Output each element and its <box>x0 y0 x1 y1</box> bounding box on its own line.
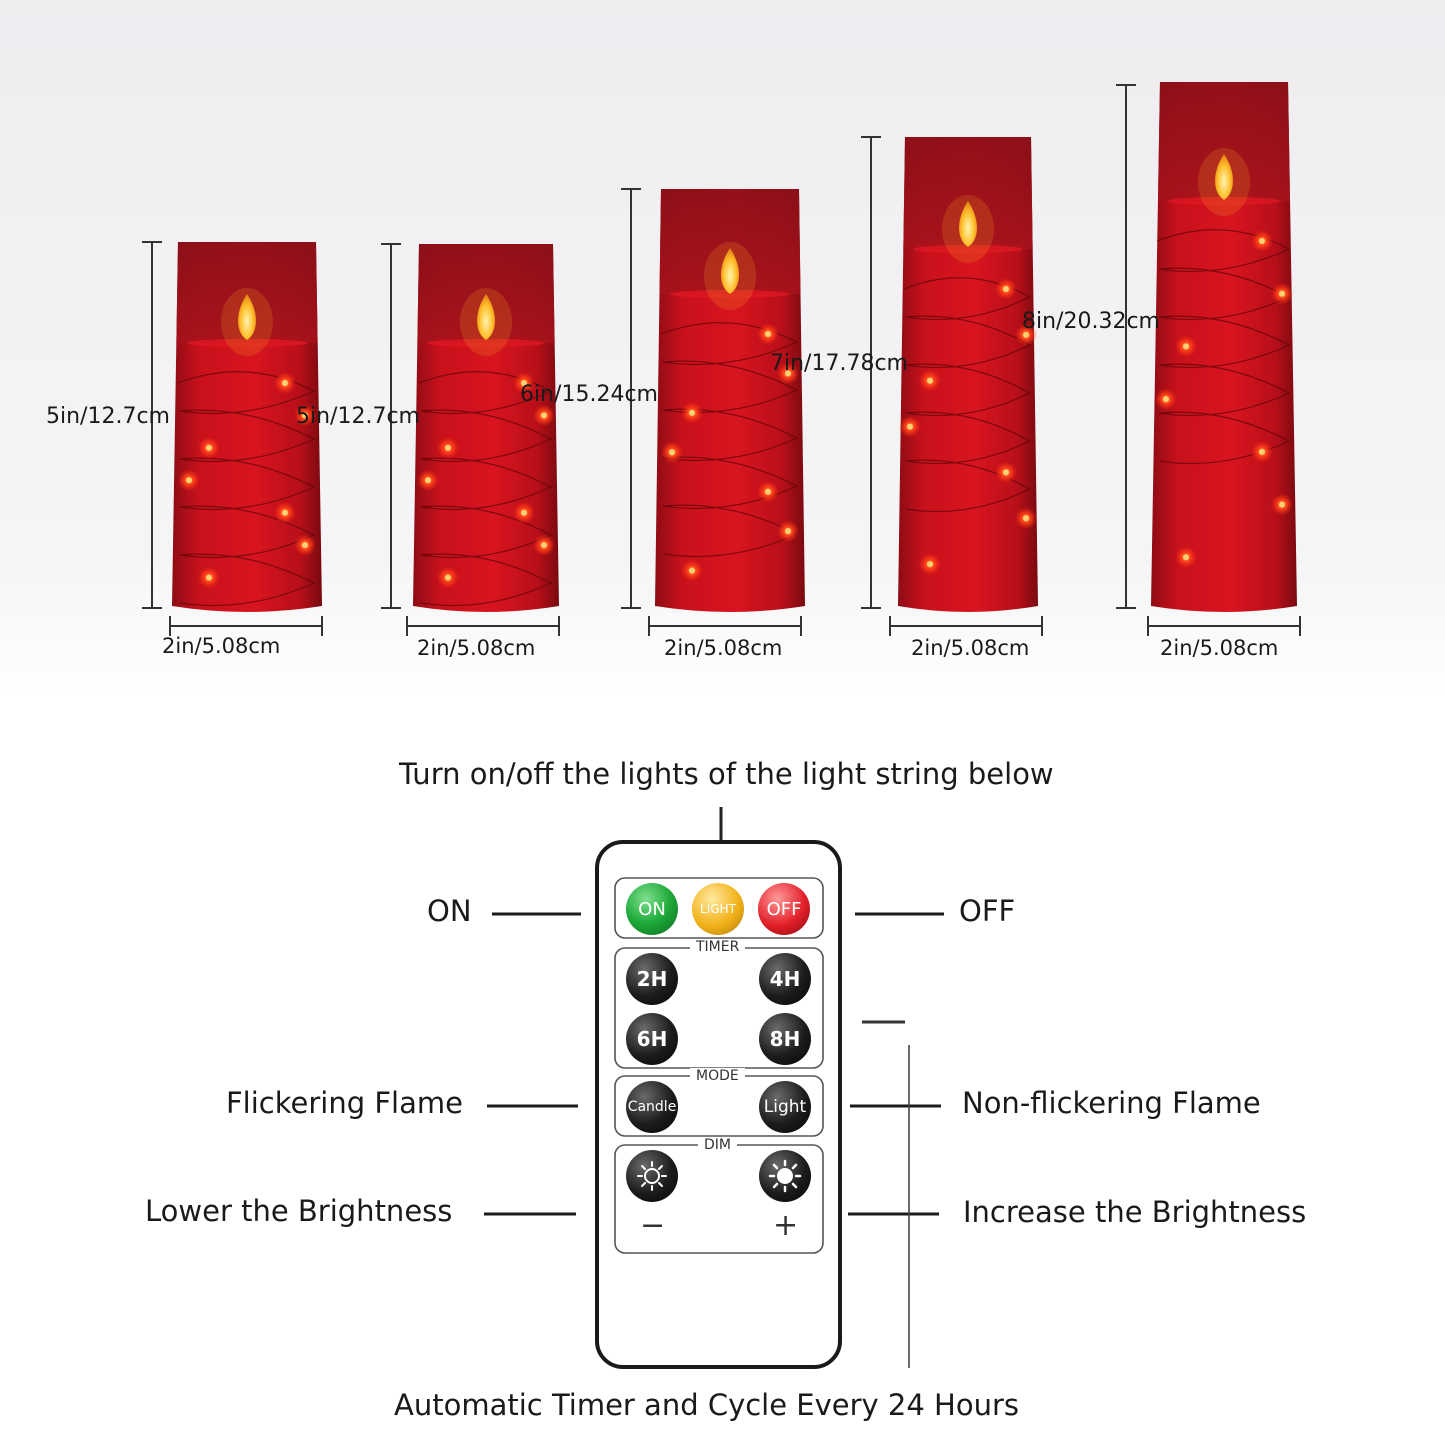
bottom-caption: Automatic Timer and Cycle Every 24 Hours <box>394 1388 1020 1422</box>
candle-2-height-dimension <box>381 243 401 609</box>
mode-candle-button[interactable]: Candle <box>626 1081 678 1133</box>
timer-6h-button[interactable]: 6H <box>626 1013 678 1065</box>
sun-outline-icon <box>637 1161 667 1191</box>
candle-1-height-dimension <box>142 241 162 609</box>
timer-section-title: TIMER <box>690 939 746 955</box>
candles-illustration <box>0 0 1445 700</box>
timer-8h-button[interactable]: 8H <box>759 1013 811 1065</box>
timer-4h-label: 4H <box>769 967 801 991</box>
candle-3-width-dimension <box>648 616 802 636</box>
candle-3 <box>655 189 805 612</box>
off-button-label: OFF <box>766 898 802 920</box>
top-caption: Turn on/off the lights of the light stri… <box>399 757 1054 791</box>
candle-4 <box>898 137 1038 612</box>
timer-4h-button[interactable]: 4H <box>759 953 811 1005</box>
candle-4-height-label: 7in/17.78cm <box>770 351 908 376</box>
callout-off: OFF <box>959 894 1016 928</box>
candle-2-width-dimension <box>406 616 560 636</box>
mode-light-label: Light <box>763 1097 807 1117</box>
candle-1-height-label: 5in/12.7cm <box>46 404 170 429</box>
candle-5-height-dimension <box>1116 84 1136 609</box>
mode-candle-label: Candle <box>627 1099 677 1115</box>
minus-sign: − <box>640 1208 666 1243</box>
candle-5-height-label: 8in/20.32cm <box>1022 309 1160 334</box>
light-button-label: LIGHT <box>700 902 736 916</box>
dim-down-button[interactable] <box>626 1150 678 1202</box>
timer-8h-label: 8H <box>769 1027 801 1051</box>
on-button[interactable]: ON <box>626 883 678 935</box>
plus-sign: + <box>773 1208 799 1243</box>
candle-4-height-dimension <box>861 136 881 609</box>
callout-non-flickering-flame: Non-flickering Flame <box>962 1086 1261 1120</box>
candle-4-width-dimension <box>889 616 1043 636</box>
candle-2-width-label: 2in/5.08cm <box>417 636 536 660</box>
off-button[interactable]: OFF <box>758 883 810 935</box>
candle-5-width-label: 2in/5.08cm <box>1160 636 1279 660</box>
timer-2h-label: 2H <box>636 967 668 991</box>
candle-1-width-label: 2in/5.08cm <box>162 634 281 658</box>
callout-increase-brightness: Increase the Brightness <box>963 1195 1307 1229</box>
candle-3-height-label: 6in/15.24cm <box>520 382 658 407</box>
timer-2h-button[interactable]: 2H <box>626 953 678 1005</box>
candle-1 <box>172 242 322 612</box>
mode-section-title: MODE <box>690 1068 745 1084</box>
candle-3-height-dimension <box>621 188 641 609</box>
candle-1-width-dimension <box>169 616 323 636</box>
timer-6h-label: 6H <box>636 1027 668 1051</box>
candle-3-width-label: 2in/5.08cm <box>664 636 783 660</box>
callout-lower-brightness: Lower the Brightness <box>145 1194 453 1228</box>
light-button[interactable]: LIGHT <box>692 883 744 935</box>
dim-up-button[interactable] <box>759 1150 811 1202</box>
dim-section-title: DIM <box>698 1137 737 1153</box>
candle-5 <box>1151 82 1297 612</box>
on-button-label: ON <box>638 898 666 920</box>
callout-on: ON <box>427 894 472 928</box>
candle-2 <box>413 244 559 612</box>
mode-light-button[interactable]: Light <box>759 1081 811 1133</box>
candle-5-width-dimension <box>1147 616 1301 636</box>
candle-4-width-label: 2in/5.08cm <box>911 636 1030 660</box>
callout-flickering-flame: Flickering Flame <box>226 1086 463 1120</box>
sun-filled-icon <box>768 1159 802 1193</box>
candle-2-height-label: 5in/12.7cm <box>296 404 420 429</box>
